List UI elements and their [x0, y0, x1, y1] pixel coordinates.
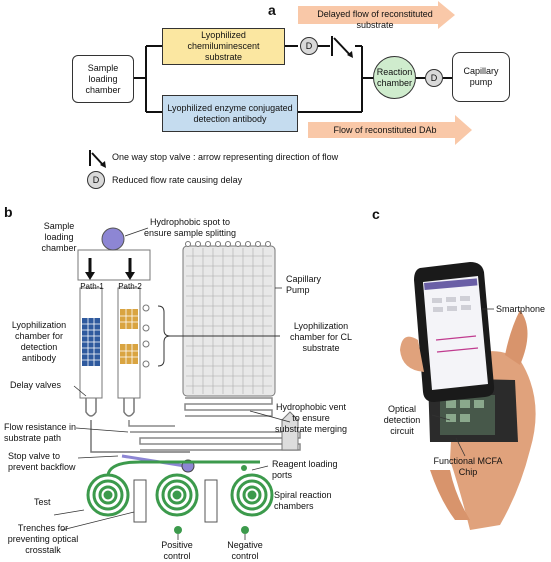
panel-a-letter: a	[268, 2, 276, 18]
dab-flow-label: Flow of reconstituted DAb	[333, 125, 437, 135]
hydrophobic-spot	[101, 227, 125, 251]
dab-flow-arrow	[308, 115, 472, 145]
delayed-flow-arrow	[298, 1, 455, 29]
spiral-positive	[155, 473, 199, 517]
capillary-pump-label: Capillary Pump	[286, 274, 322, 295]
spiral-chambers-label: Spiral reaction chambers	[274, 490, 332, 511]
hydrophobic-spot-label: Hydrophobic spot to ensure sample splitt…	[143, 217, 237, 238]
path-2-label: Path-2	[118, 282, 142, 291]
test-label: Test	[34, 497, 51, 507]
smartphone-label: Smartphone	[496, 304, 546, 314]
delay-node-upper: D	[300, 37, 318, 55]
enzyme-antibody-box: Lyophilized enzyme conjugated detection …	[162, 95, 298, 132]
flow-resistance-label: Flow resistance in substrate path	[4, 422, 77, 443]
mcfa-chip-label: Functional MCFA Chip	[433, 456, 503, 477]
legend-valve-text: One way stop valve : arrow representing …	[112, 152, 339, 162]
legend-valve-icon	[89, 150, 106, 168]
lyo-detection-label: Lyophilization chamber for detection ant…	[11, 320, 67, 363]
capillary-pump-box: Capillary pump	[452, 52, 510, 102]
panel-b-letter: b	[4, 204, 13, 220]
optical-circuit-label: Optical detection circuit	[383, 404, 421, 436]
positive-control-label: Positive control	[161, 540, 193, 561]
hydrophobic-vent-region	[281, 411, 299, 451]
lyo-cl-label: Lyophilization chamber for CL substrate	[289, 321, 353, 353]
reaction-chamber-circle: Reaction chamber	[373, 56, 416, 99]
stop-valve-label: Stop valve to prevent backflow	[8, 451, 76, 472]
stop-valve-icon	[331, 36, 353, 58]
spiral-negative	[230, 473, 274, 517]
sample-loading-label: Sample loading chamber	[41, 221, 77, 253]
lyo-cl-chamber-1	[120, 309, 138, 329]
legend-delay-text: Reduced flow rate causing delay	[112, 175, 243, 185]
lyo-cl-chamber-2	[120, 344, 138, 364]
cl-substrate-box: Lyophilized chemiluminescent substrate	[162, 28, 285, 65]
delay-node-lower: D	[425, 69, 443, 87]
hydrophobic-vent-label: Hydrophobic vent to ensure substrate mer…	[274, 402, 348, 434]
path-1-label: Path-1	[80, 282, 104, 291]
delayed-flow-label: Delayed flow of reconstituted substrate	[317, 9, 433, 30]
trench-1	[133, 479, 147, 523]
delay-valves-label: Delay valves	[10, 380, 62, 390]
trenches-label: Trenches for preventing optical crosstal…	[7, 523, 79, 555]
panel-c-letter: c	[372, 206, 380, 222]
trench-2	[204, 479, 218, 523]
legend-delay-node: D	[87, 171, 105, 189]
reagent-ports-label: Reagent loading ports	[272, 459, 338, 480]
negative-control-label: Negative control	[227, 540, 263, 561]
sample-loading-chamber-box: Sample loading chamber	[72, 55, 134, 103]
